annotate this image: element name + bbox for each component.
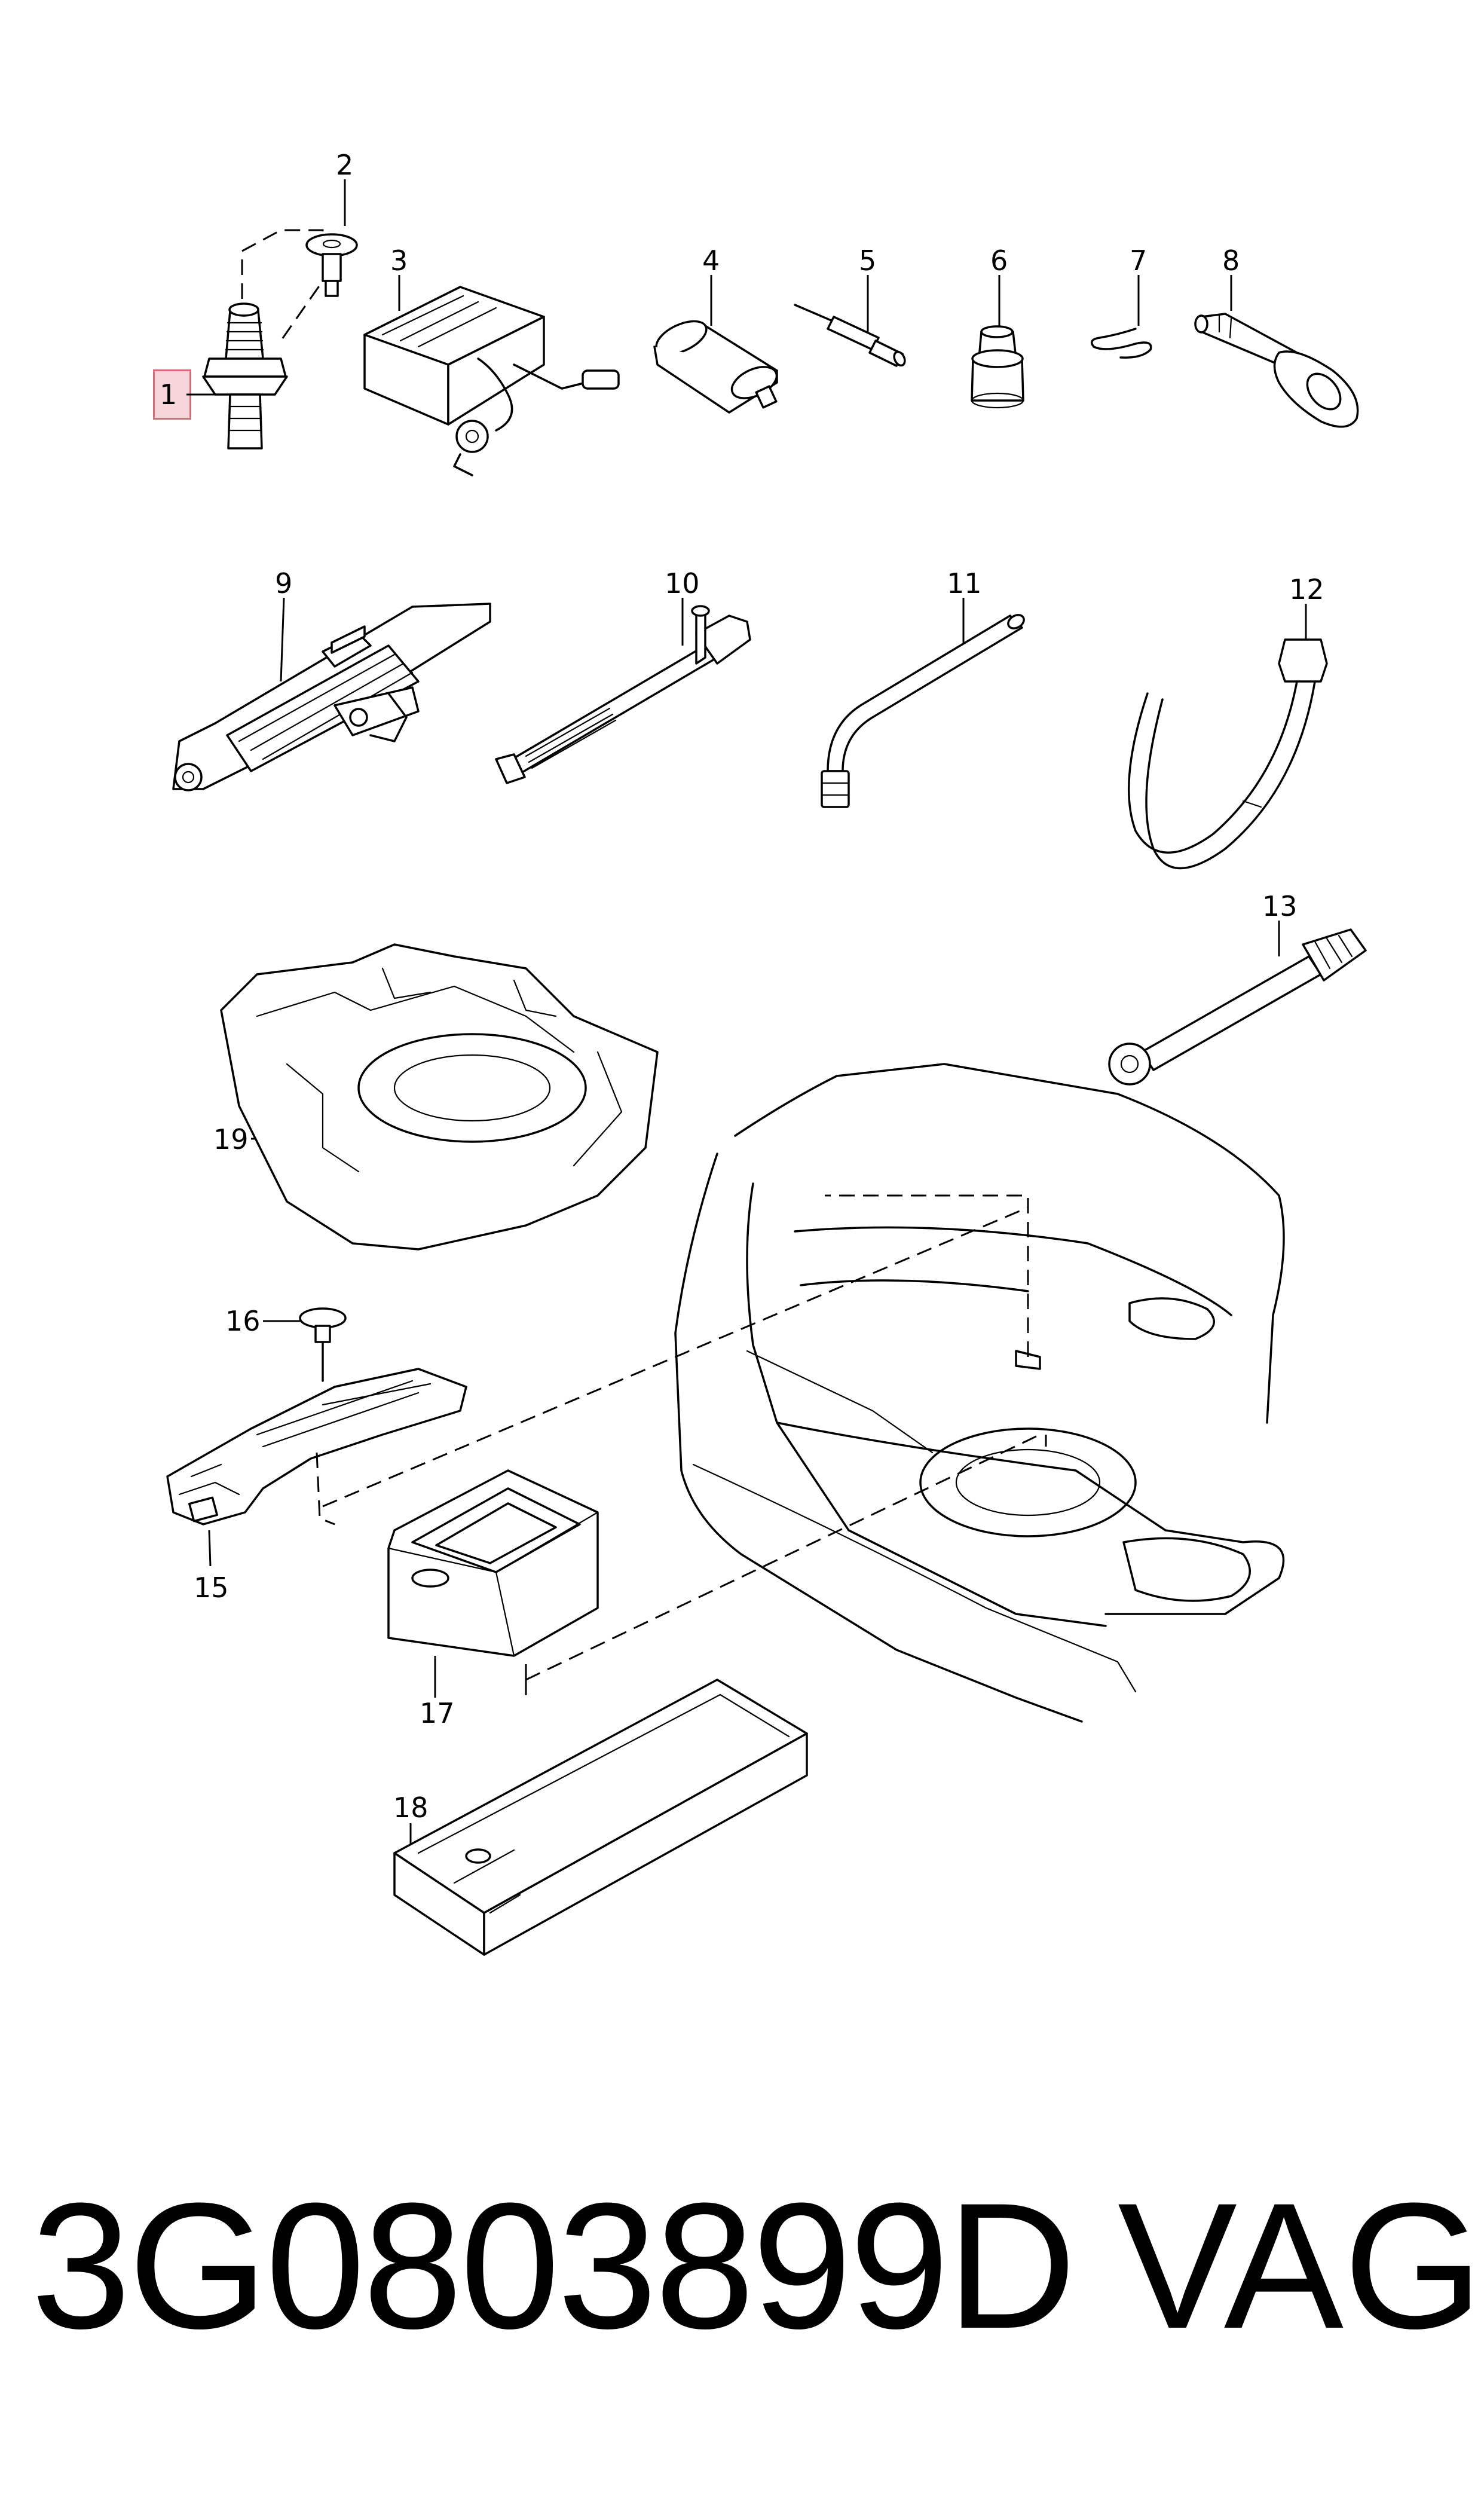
callout-9: 9	[275, 567, 292, 600]
callout-12: 12	[1289, 573, 1324, 606]
part-11-drawing	[821, 598, 1025, 808]
part-2-drawing	[305, 179, 358, 297]
callout-8: 8	[1222, 244, 1240, 277]
callout-6: 6	[990, 244, 1008, 277]
assembly-leader-lines	[322, 1206, 1041, 1698]
part-18-drawing	[393, 1679, 808, 1956]
part-4-drawing	[653, 275, 778, 414]
vehicle-boot-drawing	[674, 1063, 1285, 1723]
callout-3: 3	[390, 244, 408, 277]
part-8-drawing	[1194, 275, 1359, 428]
part-19-drawing	[220, 943, 659, 1251]
callout-19: 19	[213, 1123, 249, 1155]
callout-1: 1	[160, 378, 177, 411]
part-15-drawing	[166, 1368, 467, 1567]
callout-16: 16	[225, 1305, 261, 1337]
callout-13: 13	[1262, 890, 1298, 922]
exploded-parts-diagram: 1 2 3 4 5 6 7 8 9 10 11 12 13 15 16 17 1…	[160, 149, 1367, 1956]
part-12-drawing	[1128, 604, 1328, 870]
callout-2: 2	[336, 149, 353, 181]
brand-name: VAG	[1118, 2165, 1483, 2366]
callout-4: 4	[702, 244, 720, 277]
callout-5: 5	[859, 244, 876, 277]
part-number: 3G0803899D	[31, 2165, 1076, 2366]
part-5-drawing	[794, 275, 906, 367]
part-17-drawing	[387, 1469, 599, 1698]
callout-15: 15	[194, 1572, 229, 1604]
part-13-drawing	[1108, 921, 1367, 1086]
part-10-drawing	[495, 598, 751, 784]
part-6-drawing	[971, 275, 1024, 409]
part-9-drawing	[172, 597, 491, 791]
callout-7: 7	[1130, 244, 1147, 277]
callout-11: 11	[947, 567, 982, 600]
part-3-drawing	[363, 275, 620, 476]
callout-17: 17	[420, 1697, 455, 1729]
callout-18: 18	[393, 1792, 429, 1824]
part-1-drawing	[186, 229, 324, 450]
callout-10: 10	[665, 567, 700, 600]
part-16-drawing	[263, 1307, 347, 1382]
part-7-drawing	[1090, 275, 1152, 359]
callout-1-highlight	[153, 369, 191, 420]
